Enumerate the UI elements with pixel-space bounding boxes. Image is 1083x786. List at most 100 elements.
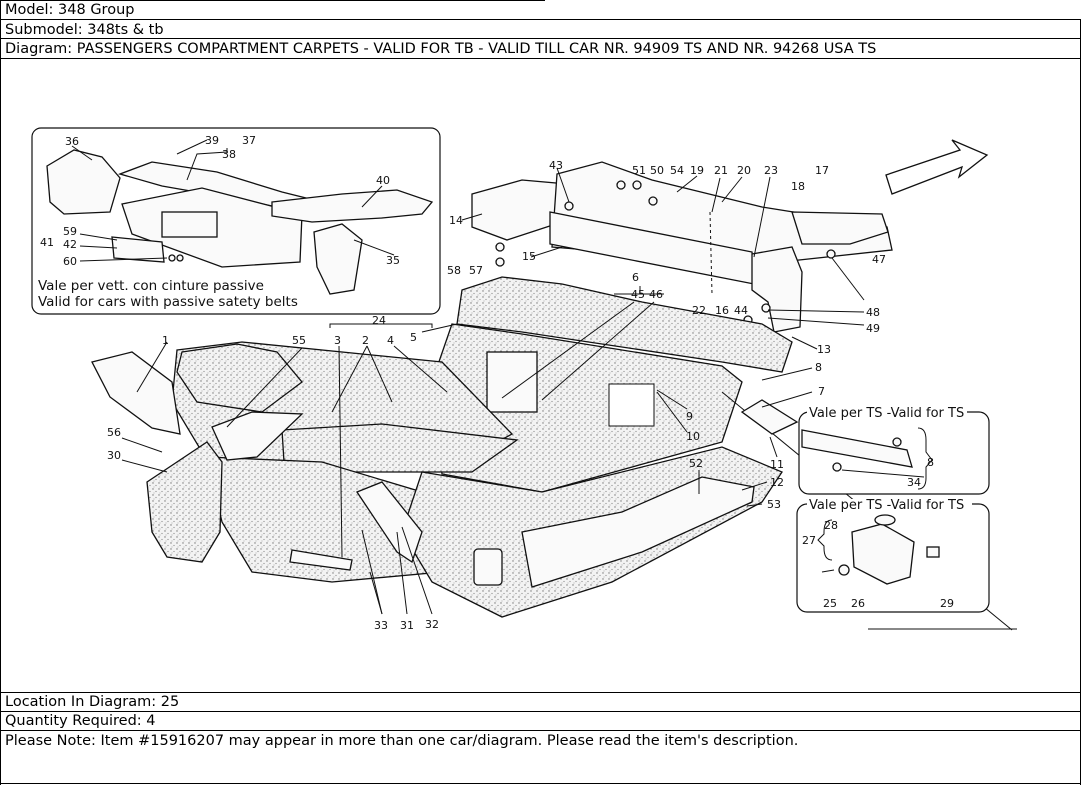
callout-55: 55 xyxy=(292,334,306,347)
washer-26 xyxy=(838,564,850,576)
callout-31: 31 xyxy=(400,619,414,632)
direction-arrow xyxy=(885,139,989,195)
callout-6: 6 xyxy=(632,271,639,284)
callout-41: 41 xyxy=(40,236,54,249)
ts-box-top: Vale per TS -Valid for TS xyxy=(798,406,990,495)
callout-46: 46 xyxy=(649,288,663,301)
callout-56: 56 xyxy=(107,426,121,439)
callout-54: 54 xyxy=(670,164,684,177)
side-support-13 xyxy=(751,246,803,333)
model-label: Model: 348 Group xyxy=(5,2,135,18)
callout-60: 60 xyxy=(63,255,77,268)
submodel-label: Submodel: 348ts & tb xyxy=(5,22,164,38)
callout-12: 12 xyxy=(770,476,784,489)
tunnel-vent xyxy=(473,548,503,586)
callout-37: 37 xyxy=(242,134,256,147)
sill-trim-12 xyxy=(521,476,755,588)
callout-1: 1 xyxy=(162,334,169,347)
ts-bottom-title: Vale per TS -Valid for TS xyxy=(809,498,964,513)
plate-59 xyxy=(111,236,165,263)
callout-39: 39 xyxy=(205,134,219,147)
callout-8b: 8 xyxy=(927,456,934,469)
callout-35: 35 xyxy=(386,254,400,267)
row-divider xyxy=(0,730,1081,731)
callout-29: 29 xyxy=(940,597,954,610)
bottom-border xyxy=(0,783,1081,784)
callout-5: 5 xyxy=(410,331,417,344)
callout-10: 10 xyxy=(686,430,700,443)
callout-28: 28 xyxy=(824,519,838,532)
callout-45: 45 xyxy=(631,288,645,301)
kick-panel-55 xyxy=(211,411,304,461)
callout-23: 23 xyxy=(764,164,778,177)
belt-guide-40 xyxy=(271,189,434,223)
side-panel-1 xyxy=(91,351,181,435)
callout-18: 18 xyxy=(791,180,805,193)
callout-32: 32 xyxy=(425,618,439,631)
row-divider xyxy=(0,58,1081,59)
strip-3 xyxy=(289,549,353,571)
callout-16: 16 xyxy=(715,304,729,317)
left-border xyxy=(0,0,1,785)
callout-38: 38 xyxy=(222,148,236,161)
row-divider xyxy=(0,711,1081,712)
clip-29 xyxy=(926,546,940,558)
callout-7: 7 xyxy=(818,385,825,398)
callout-19: 19 xyxy=(690,164,704,177)
inset-frame xyxy=(31,127,441,315)
ts-top-title: Vale per TS -Valid for TS xyxy=(809,406,964,421)
callout-24: 24 xyxy=(372,314,386,327)
callout-53: 53 xyxy=(767,498,781,511)
parts-diagram: Vale per vett. con cinture passive Valid… xyxy=(31,127,1017,632)
callout-15: 15 xyxy=(522,250,536,263)
callout-26: 26 xyxy=(851,597,865,610)
callout-25: 25 xyxy=(823,597,837,610)
callout-34: 34 xyxy=(907,476,921,489)
callout-numbers: 36 39 37 38 40 35 59 41 42 60 43 51 50 5… xyxy=(40,134,954,632)
console-31 xyxy=(356,481,423,564)
callout-58: 58 xyxy=(447,264,461,277)
callout-36: 36 xyxy=(65,135,79,148)
inset-caption-en: Valid for cars with passive satety belts xyxy=(38,294,298,310)
rear-shelf-carpet-13 xyxy=(456,276,793,373)
callout-42: 42 xyxy=(63,238,77,251)
bulkhead-opening xyxy=(608,383,655,427)
belt-trim-36 xyxy=(46,149,121,215)
side-carpet-30 xyxy=(146,441,223,563)
callout-3: 3 xyxy=(334,334,341,347)
callout-57: 57 xyxy=(469,264,483,277)
carpet-assembly xyxy=(91,276,1013,631)
row-divider xyxy=(0,38,1081,39)
bar-8 xyxy=(801,429,913,468)
callout-48: 48 xyxy=(866,306,880,319)
callout-30: 30 xyxy=(107,449,121,462)
top-border xyxy=(0,0,545,1)
ts-box-bottom: Vale per TS -Valid for TS xyxy=(796,498,990,613)
cap-28 xyxy=(874,514,896,526)
callout-14: 14 xyxy=(449,214,463,227)
callout-22: 22 xyxy=(692,304,706,317)
callout-11: 11 xyxy=(770,458,784,471)
callout-2: 2 xyxy=(362,334,369,347)
callout-47: 47 xyxy=(872,253,886,266)
passive-belts-inset: Vale per vett. con cinture passive Valid… xyxy=(31,127,441,315)
floor-mat-4 xyxy=(176,343,303,413)
callout-20: 20 xyxy=(737,164,751,177)
callout-43: 43 xyxy=(549,159,563,172)
leader-lines xyxy=(71,139,925,615)
inset-caption-it: Vale per vett. con cinture passive xyxy=(38,278,264,294)
clip-11 xyxy=(740,399,799,435)
callout-13: 13 xyxy=(817,343,831,356)
belt-cover-35 xyxy=(313,223,363,295)
callout-49: 49 xyxy=(866,322,880,335)
callout-8: 8 xyxy=(815,361,822,374)
callout-59: 59 xyxy=(63,225,77,238)
callout-44: 44 xyxy=(734,304,748,317)
cover-17 xyxy=(791,211,889,245)
belt-slot xyxy=(161,211,218,238)
callout-52: 52 xyxy=(689,457,703,470)
row-divider xyxy=(0,19,1081,20)
callout-33: 33 xyxy=(374,619,388,632)
location-in-diagram: Location In Diagram: 25 xyxy=(5,694,180,710)
callout-40: 40 xyxy=(376,174,390,187)
